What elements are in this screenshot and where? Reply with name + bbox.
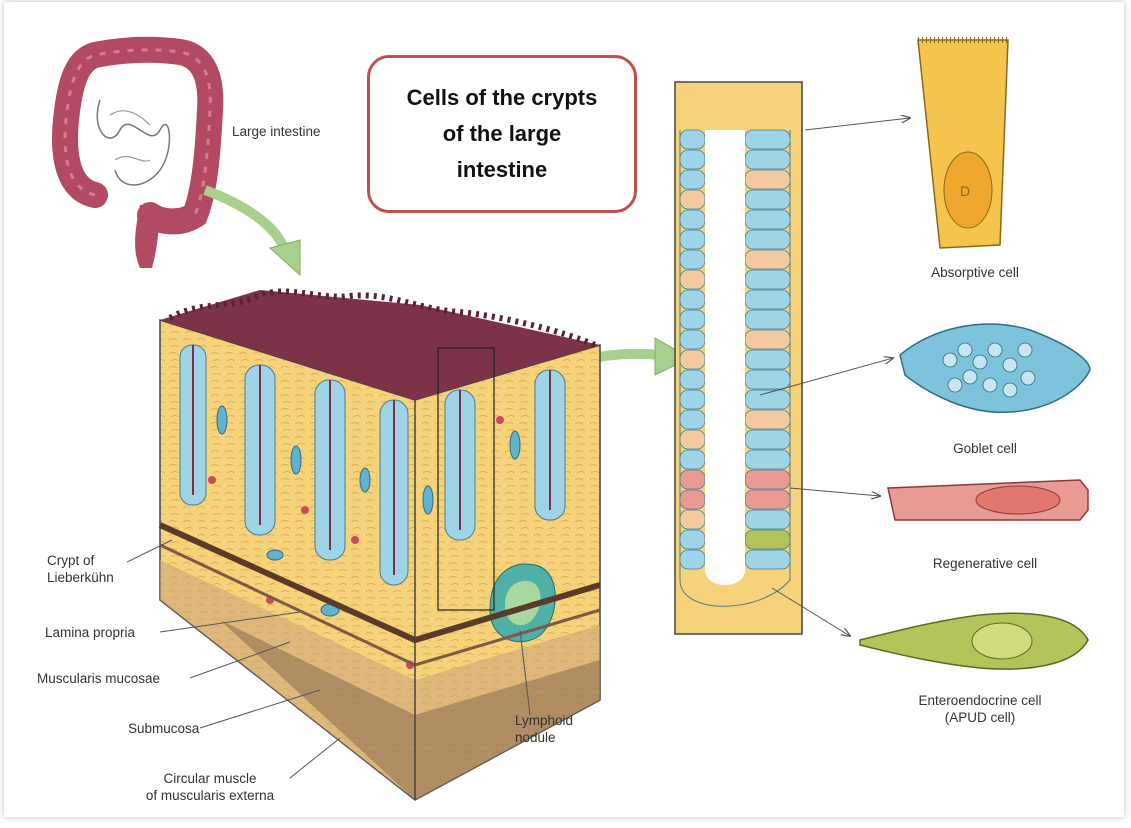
label-circular-muscle: Circular muscle [125, 770, 295, 787]
label-apud-cell: (APUD cell) [895, 709, 1065, 726]
epithelial-cell [745, 250, 790, 269]
epithelial-cell [680, 370, 705, 389]
epithelial-cell [680, 510, 705, 529]
label-large-intestine: Large intestine [232, 123, 321, 140]
epithelial-cell [745, 450, 790, 469]
svg-text:D: D [960, 183, 970, 199]
epithelial-cell [745, 290, 790, 309]
epithelial-cell [680, 310, 705, 329]
epithelial-cell [680, 170, 705, 189]
title-callout: Cells of the crypts of the large intesti… [367, 55, 637, 213]
epithelial-cell [745, 530, 790, 549]
label-enteroendocrine-cell: Enteroendocrine cell [895, 692, 1065, 709]
epithelial-cell [745, 550, 790, 569]
large-intestine-illustration [65, 50, 210, 268]
epithelial-cell [745, 310, 790, 329]
epithelial-cell [680, 450, 705, 469]
epithelial-cell [680, 550, 705, 569]
epithelial-cell [680, 530, 705, 549]
epithelial-cell [680, 470, 705, 489]
epithelial-cell [680, 490, 705, 509]
epithelial-cell [680, 230, 705, 249]
label-goblet-cell: Goblet cell [920, 440, 1050, 457]
label-absorptive-cell: Absorptive cell [910, 264, 1040, 281]
epithelial-cell [745, 350, 790, 369]
label-muscularis-mucosae: Muscularis mucosae [37, 670, 160, 687]
epithelial-cell [745, 150, 790, 169]
label-muscularis-externa: of muscularis externa [125, 787, 295, 804]
enteroendocrine-cell-drawing [860, 613, 1088, 669]
epithelial-cell [745, 130, 790, 149]
epithelial-cell [745, 470, 790, 489]
epithelial-cell [745, 230, 790, 249]
epithelial-cell [680, 190, 705, 209]
epithelial-cell [745, 510, 790, 529]
absorptive-cell-drawing: D [918, 40, 1008, 248]
epithelial-cell [745, 410, 790, 429]
epithelial-cell [745, 370, 790, 389]
epithelial-cell [680, 270, 705, 289]
label-lieberkuhn: Lieberkühn [47, 569, 114, 586]
goblet-cell-drawing [900, 324, 1090, 412]
epithelial-cell [745, 270, 790, 289]
label-regenerative-cell: Regenerative cell [905, 555, 1065, 572]
label-nodule: nodule [515, 729, 556, 746]
epithelial-cell [680, 210, 705, 229]
epithelial-cell [745, 490, 790, 509]
epithelial-cell [745, 190, 790, 209]
label-lymphoid: Lymphoid [515, 712, 573, 729]
epithelial-cell [680, 430, 705, 449]
epithelial-cell [745, 170, 790, 189]
label-submucosa: Submucosa [128, 720, 199, 737]
epithelial-cell [680, 130, 705, 149]
regenerative-cell-drawing [888, 480, 1088, 520]
label-lamina-propria: Lamina propria [45, 624, 135, 641]
epithelial-cell [745, 430, 790, 449]
epithelial-cell [680, 390, 705, 409]
label-crypt-of: Crypt of [47, 552, 94, 569]
crypt-enlargement [675, 82, 802, 634]
diagram-title: Cells of the crypts of the large intesti… [397, 80, 607, 188]
epithelial-cell [680, 290, 705, 309]
epithelial-cell [680, 330, 705, 349]
epithelial-cell [745, 210, 790, 229]
epithelial-cell [680, 410, 705, 429]
epithelial-cell [680, 250, 705, 269]
epithelial-cell [745, 330, 790, 349]
epithelial-cell [680, 150, 705, 169]
epithelial-cell [680, 350, 705, 369]
arrow-to-block [205, 190, 300, 275]
